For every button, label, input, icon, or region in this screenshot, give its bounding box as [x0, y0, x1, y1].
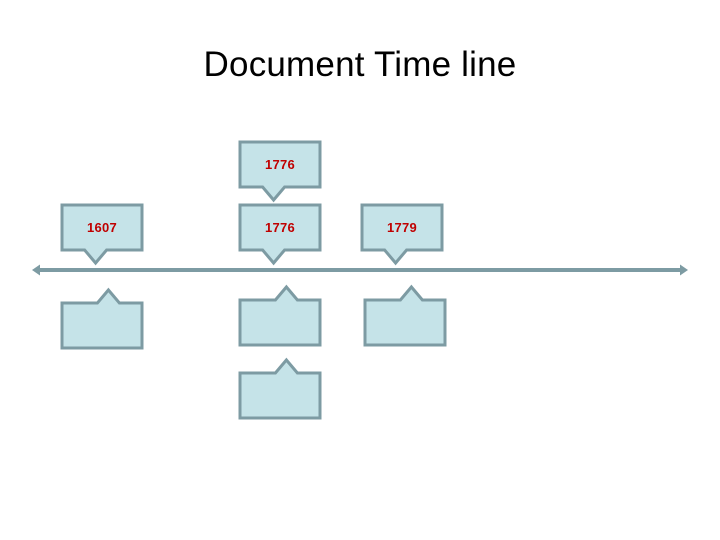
callout-shape: [238, 357, 322, 420]
timeline-axis-shaft: [40, 268, 680, 272]
callout-shape: [60, 203, 144, 266]
timeline-arrowhead-left-icon: [32, 264, 40, 276]
callout-blank-right[interactable]: [362, 284, 448, 348]
callout-blank-bottom[interactable]: [237, 357, 323, 421]
callout-shape: [60, 287, 144, 350]
page-title: Document Time line: [203, 45, 517, 84]
callout-shape: [360, 203, 444, 266]
callout-1776-lower[interactable]: 1776: [237, 202, 323, 266]
timeline-arrowhead-right-icon: [680, 264, 688, 276]
timeline-axis: [20, 258, 700, 287]
callout-shape: [238, 203, 322, 266]
callout-shape: [238, 284, 322, 347]
callout-1779[interactable]: 1779: [359, 202, 445, 266]
callout-shape: [363, 284, 447, 347]
callout-blank-middle[interactable]: [237, 284, 323, 348]
callout-blank-left[interactable]: [59, 287, 145, 351]
callout-shape: [238, 140, 322, 203]
callout-1776-upper[interactable]: 1776: [237, 139, 323, 203]
callout-1607[interactable]: 1607: [59, 202, 145, 266]
